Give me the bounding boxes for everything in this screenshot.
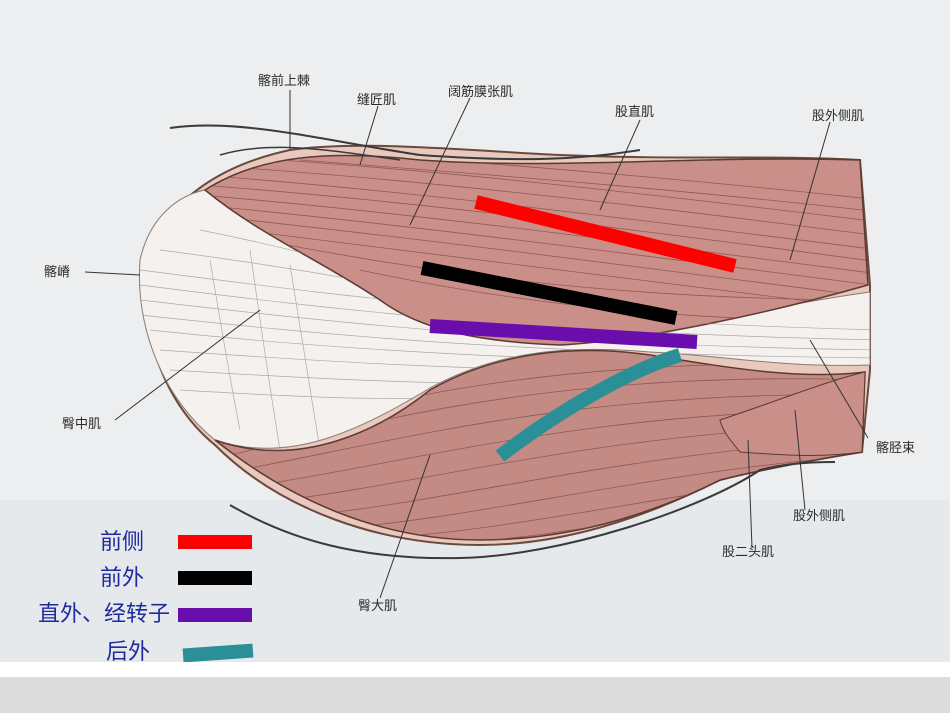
label-rectus-femoris: 股直肌: [615, 105, 655, 120]
label-sartorius: 缝匠肌: [357, 93, 397, 108]
label-vastus-lateralis-bottom: 股外侧肌: [793, 509, 846, 524]
vastus-lateralis-lower: [719, 371, 866, 456]
skin-outline-bottom: [229, 461, 836, 560]
approach-line-posterolateral: [495, 348, 683, 462]
leader-lines: [84, 90, 869, 599]
approach-line-direct-lateral: [429, 319, 698, 349]
legend-label-direct-lateral: 直外、经转子: [37, 602, 170, 627]
anatomy-figure: 髂前上棘 缝匠肌 阔筋膜张肌 股直肌 股外侧肌 髂嵴 臀中肌 髂胫束 股外侧肌 …: [0, 0, 950, 662]
upper-muscle-group: [203, 154, 869, 346]
fascia-lines: [139, 229, 870, 449]
approach-line-anterolateral: [420, 261, 678, 325]
skin-outline-top-2: [219, 146, 401, 161]
label-biceps-femoris: 股二头肌: [722, 545, 775, 560]
label-gluteus-medius: 臀中肌: [62, 417, 102, 432]
skin-outline-top: [169, 124, 641, 161]
legend-swatch-anterolateral: [178, 571, 252, 585]
label-iliac-crest: 髂嵴: [44, 265, 71, 280]
legend-label-anterolateral: 前外: [99, 566, 144, 591]
bottom-strip: [0, 677, 950, 713]
label-gluteus-maximus: 臀大肌: [358, 599, 398, 614]
spacer: [0, 662, 950, 677]
legend-swatch-anterior: [178, 535, 252, 549]
hip-anatomy-illustration: [84, 90, 871, 599]
legend-swatch-direct-lateral: [178, 608, 252, 622]
label-vastus-lateralis-top: 股外侧肌: [812, 109, 865, 124]
approach-line-anterior: [474, 195, 737, 273]
label-tfl: 阔筋膜张肌: [448, 85, 514, 100]
legend-label-posterolateral: 后外: [105, 640, 150, 663]
legend-label-anterior: 前侧: [99, 530, 144, 555]
label-iliotibial-band: 髂胫束: [876, 441, 916, 456]
label-iliac-spine: 髂前上棘: [258, 74, 311, 89]
